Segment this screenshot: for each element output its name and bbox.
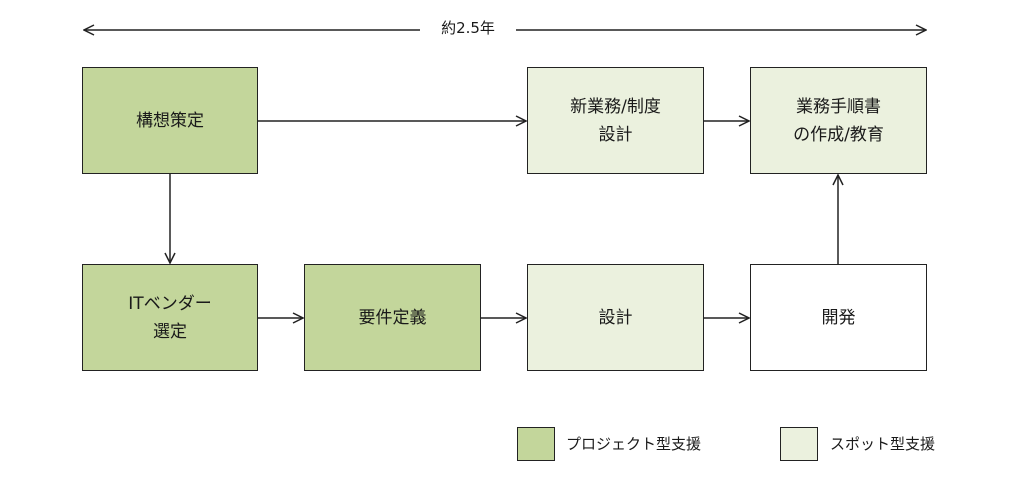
node-design: 設計 — [527, 264, 704, 371]
node-it-vendor-selection: ITベンダー 選定 — [82, 264, 258, 371]
node-new-business-design: 新業務/制度 設計 — [527, 67, 704, 174]
legend-swatch-project — [517, 427, 555, 461]
node-manual-training: 業務手順書 の作成/教育 — [750, 67, 927, 174]
node-development: 開発 — [750, 264, 927, 371]
legend-label-project: プロジェクト型支援 — [566, 435, 702, 453]
legend-swatch-spot — [780, 427, 818, 461]
node-planning: 構想策定 — [82, 67, 258, 174]
node-requirements-definition: 要件定義 — [304, 264, 481, 371]
legend-label-spot: スポット型支援 — [830, 435, 936, 453]
timeline-label: 約2.5年 — [424, 18, 512, 38]
